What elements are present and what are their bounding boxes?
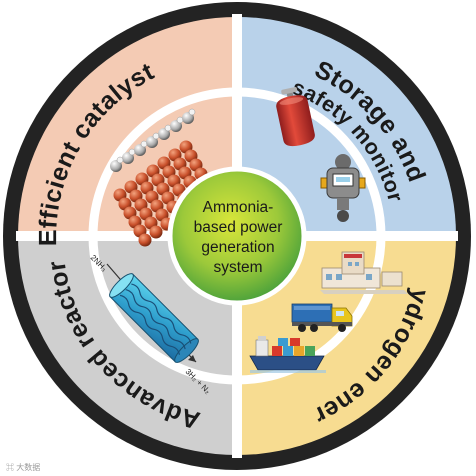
- center-line-4: system: [213, 259, 262, 276]
- hydrogen-atom: [188, 108, 196, 116]
- center-line-2: based power: [194, 219, 283, 236]
- watermark: ⌘ 大数据: [6, 462, 40, 472]
- quadrant-bottom-left: [18, 236, 237, 455]
- inner-ring: [88, 87, 386, 385]
- gas-cylinder-icon: [276, 87, 315, 147]
- factory-icon: [320, 251, 408, 294]
- ship-icon: [249, 336, 326, 373]
- hydrogen-atom: [116, 156, 124, 164]
- center-circle: [167, 166, 307, 306]
- quadrant-top-right: [237, 17, 456, 236]
- center-line-3: generation: [201, 239, 274, 256]
- quadrant-top-left: [18, 17, 237, 236]
- reactor-outlet-arrow: [188, 355, 196, 362]
- gas-detector-icon: [320, 154, 366, 222]
- truck-icon: [291, 303, 353, 332]
- catalyst-atom: [149, 225, 163, 239]
- reactor-tube-icon: [106, 263, 199, 363]
- center-line-1: Ammonia-: [203, 199, 274, 216]
- catalyst-atom: [138, 233, 152, 247]
